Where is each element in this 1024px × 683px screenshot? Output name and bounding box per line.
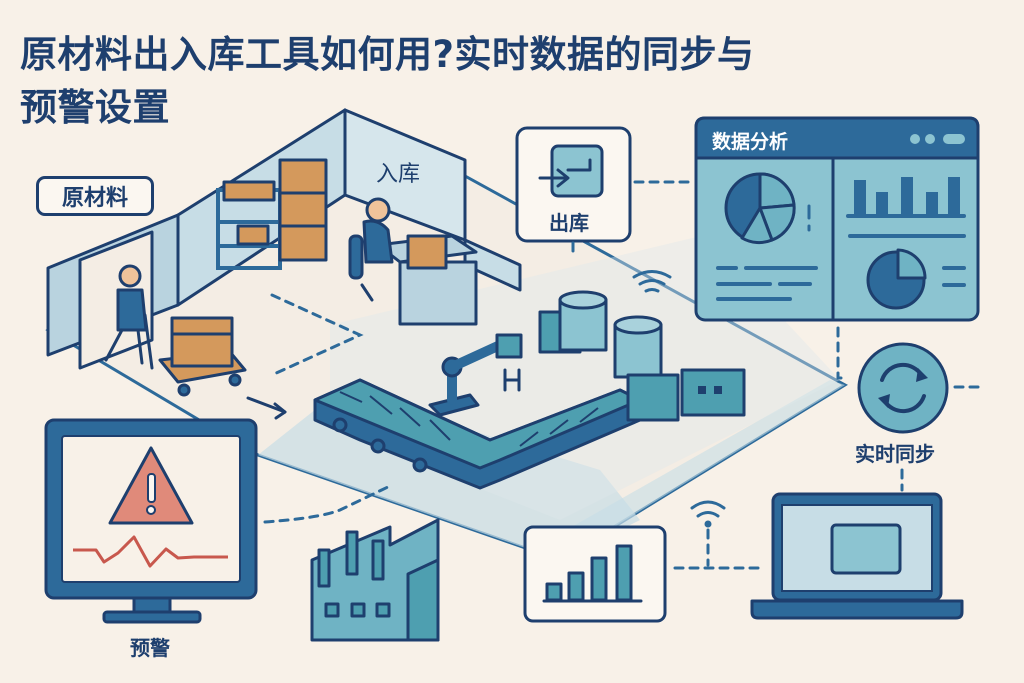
title-line-1: 原材料出入库工具如何用?实时数据的同步与 [20,33,755,76]
robot-arm [428,333,523,417]
outbound-card [515,126,632,258]
laptop-icon [750,492,964,620]
title-line-2: 预警设置 [20,86,170,129]
refresh-cycle-icon [857,342,949,434]
flow-path-inbound [270,293,364,377]
factory-icon [310,518,440,642]
inbound-label: 入库 [376,162,421,187]
data-analysis-dashboard [694,116,980,322]
alert-monitor [44,418,258,624]
connector-dashboard-sync [836,326,848,380]
realtime-sync-label: 实时同步 [855,442,935,466]
inbound-workstation [348,197,478,326]
bar-chart-card [523,525,667,623]
flow-path-alert [263,483,394,524]
page-title: 原材料出入库工具如何用?实时数据的同步与 预警设置 [20,28,1010,134]
worker-with-pallet-jack [104,264,287,420]
dashboard-title: 数据分析 [712,131,789,153]
alert-label: 预警 [130,636,170,660]
dashboard-bar-chart [854,177,960,215]
outbound-label: 出库 [549,211,589,235]
storage-shelf [216,158,328,270]
raw-material-label: 原材料 [36,176,154,216]
processing-machines [538,290,746,422]
wifi-signal-icon-top [632,270,672,293]
wifi-signal-icon-bottom [690,500,726,528]
